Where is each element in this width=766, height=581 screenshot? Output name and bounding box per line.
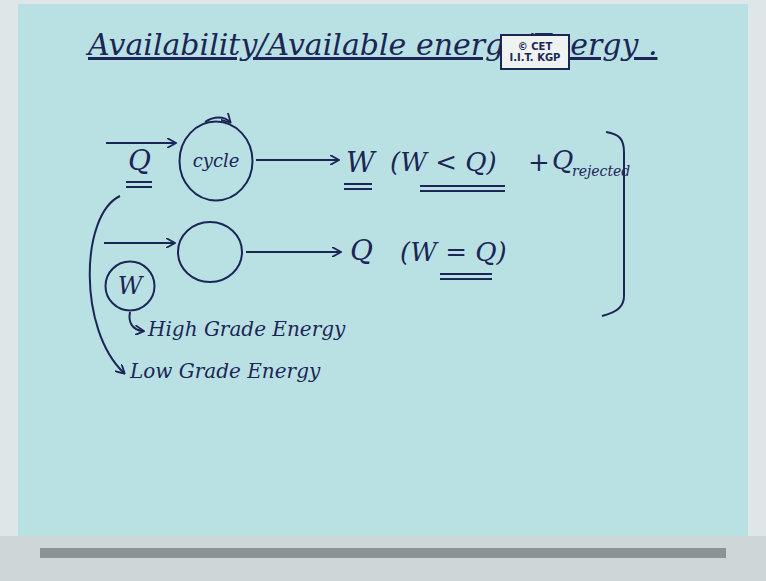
- heat-out-arrow: [246, 251, 340, 253]
- paper: [18, 4, 748, 536]
- grade-arrow: [130, 312, 143, 331]
- outline-shape: [501, 35, 569, 69]
- heat-symbol: Q: [128, 146, 151, 177]
- underline: [126, 186, 152, 188]
- underline: [440, 278, 492, 280]
- desk: [0, 536, 766, 581]
- underline: [440, 273, 492, 275]
- desk-edge: [40, 548, 726, 558]
- device-circle: [178, 222, 242, 282]
- heat-symbol: Q: [552, 146, 573, 175]
- slide-title: Availability/Available energy/Exergy .: [88, 28, 657, 61]
- underline: [420, 190, 505, 192]
- subscript-text: rejected: [572, 164, 630, 179]
- underline: [420, 185, 505, 187]
- relation-text: (W = Q): [400, 238, 507, 267]
- work-in-arrow: [104, 242, 174, 244]
- grade-note: High Grade Energy: [148, 318, 345, 340]
- node-label: © CET: [510, 41, 561, 52]
- logo-box: © CETI.I.T. KGP: [500, 34, 570, 70]
- relation-text: (W < Q): [390, 148, 497, 177]
- work-circle: W: [104, 260, 156, 312]
- underline: [344, 183, 372, 185]
- outline-shape: [180, 122, 253, 201]
- node-text: cycle: [193, 151, 240, 171]
- node-label: cycle: [193, 151, 240, 171]
- outline-shape: [106, 262, 155, 311]
- heat-arrow: [106, 142, 175, 144]
- node-label: W: [118, 273, 143, 299]
- underline: [126, 181, 152, 183]
- plus-sign: +: [528, 148, 550, 177]
- node-text: W: [118, 273, 143, 299]
- work-symbol: W: [346, 148, 375, 179]
- node-label: I.I.T. KGP: [510, 52, 561, 63]
- node-text: © CETI.I.T. KGP: [510, 41, 561, 63]
- grade-note: Low Grade Energy: [130, 360, 320, 382]
- underline: [344, 188, 372, 190]
- cycle-circle: cycle: [178, 120, 254, 202]
- bracket: [602, 132, 624, 316]
- heat-symbol: Q: [350, 236, 373, 267]
- work-arrow: [256, 159, 338, 161]
